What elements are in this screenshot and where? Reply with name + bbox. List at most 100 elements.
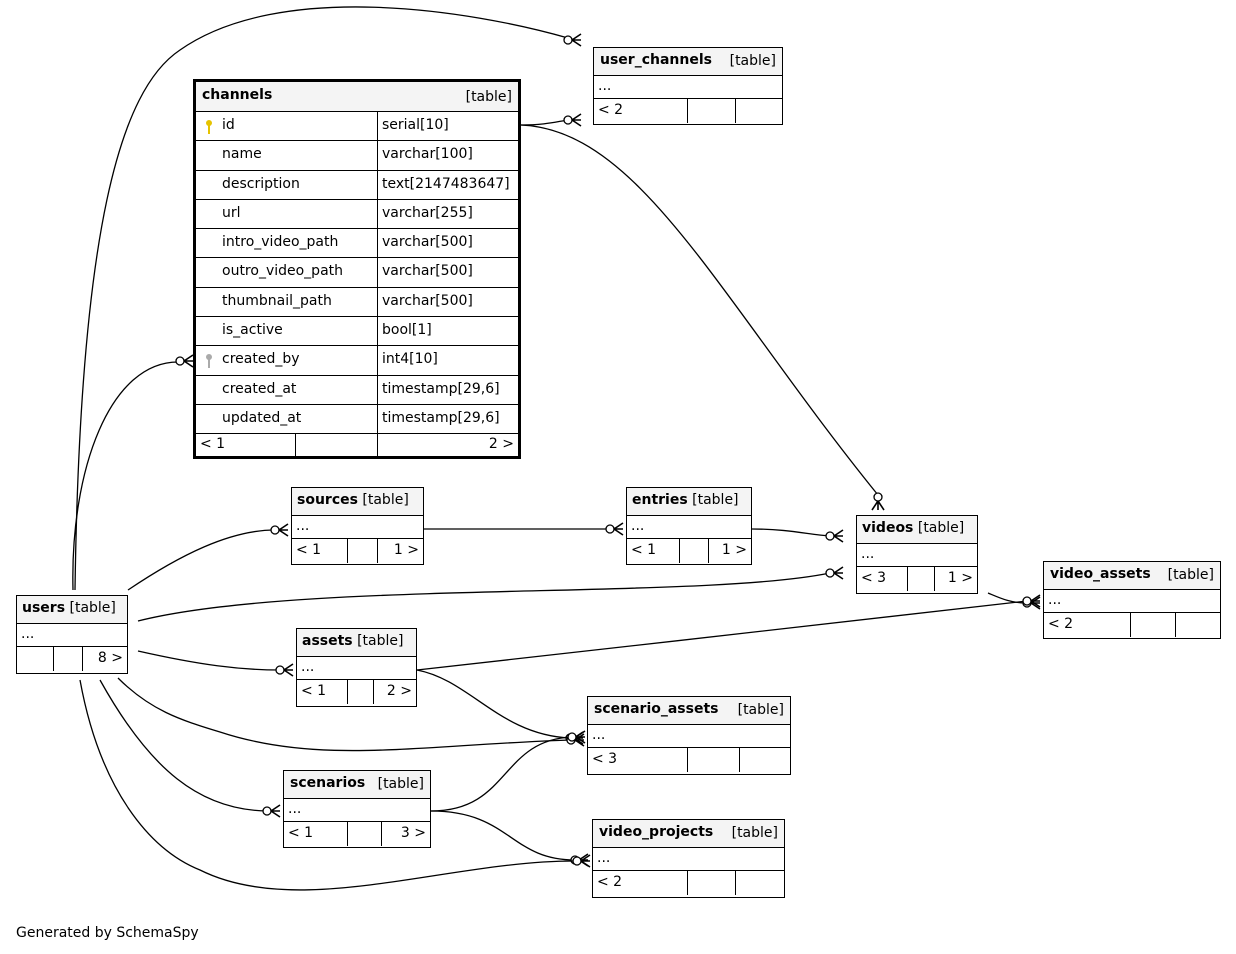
table-tag: [table] bbox=[692, 492, 739, 508]
table-name: entries bbox=[632, 492, 688, 508]
table-tag: [table] bbox=[377, 776, 424, 792]
footer-parents[interactable]: < 3 bbox=[857, 567, 908, 591]
footer-children[interactable]: 1 > bbox=[947, 570, 973, 586]
column-name-text: is_active bbox=[222, 322, 283, 339]
column-name-text: intro_video_path bbox=[222, 234, 339, 251]
footer-mid bbox=[680, 539, 709, 563]
column-name: description bbox=[196, 170, 378, 199]
table-footer: < 2 bbox=[593, 871, 784, 895]
relationship-scenarios-scenario_assets bbox=[430, 730, 586, 812]
table-sources[interactable]: sources [table] ... < 1 1 > bbox=[291, 487, 424, 565]
footer-parents[interactable]: < 1 bbox=[284, 822, 348, 846]
column-row[interactable]: created_by int4[10] bbox=[196, 346, 518, 376]
table-tag: [table] bbox=[69, 600, 116, 616]
column-type: varchar[500] bbox=[382, 292, 473, 309]
footer-children[interactable] bbox=[736, 99, 782, 123]
table-header: user_channels [table] bbox=[594, 48, 782, 76]
table-row: ... bbox=[594, 76, 782, 99]
table-name: video_assets bbox=[1050, 566, 1151, 582]
column-name: created_at bbox=[196, 375, 378, 404]
footer-parents[interactable]: < 3 bbox=[588, 748, 688, 772]
table-tag: [table] bbox=[731, 825, 778, 841]
table-header: entries [table] bbox=[627, 488, 751, 516]
table-footer: < 1 1 > bbox=[292, 539, 423, 563]
column-name-text: updated_at bbox=[222, 409, 302, 426]
footer-children[interactable]: 1 > bbox=[393, 542, 419, 558]
column-row[interactable]: intro_video_path varchar[500] bbox=[196, 229, 518, 259]
footer-children[interactable] bbox=[1176, 613, 1220, 637]
footer-parents[interactable]: < 1 bbox=[627, 539, 680, 563]
table-name: video_projects bbox=[599, 824, 714, 840]
table-footer: < 3 bbox=[588, 748, 790, 772]
table-video-assets[interactable]: video_assets [table] ... < 2 bbox=[1043, 561, 1221, 639]
table-video-projects[interactable]: video_projects [table] ... < 2 bbox=[592, 819, 785, 898]
table-row: ... bbox=[857, 544, 977, 567]
table-header: sources [table] bbox=[292, 488, 423, 516]
footer-children[interactable]: 2 > bbox=[386, 683, 412, 699]
table-row: ... bbox=[588, 725, 790, 748]
relationship-channels-user_channels bbox=[520, 113, 582, 127]
table-footer: < 3 1 > bbox=[857, 567, 977, 591]
table-videos[interactable]: videos [table] ... < 3 1 > bbox=[856, 515, 978, 594]
footer-mid bbox=[688, 99, 736, 123]
column-type: timestamp[29,6] bbox=[382, 409, 500, 426]
column-type: int4[10] bbox=[382, 351, 438, 368]
footer-mid bbox=[1131, 613, 1176, 637]
table-user-channels[interactable]: user_channels [table] ... < 2 bbox=[593, 47, 783, 125]
table-users[interactable]: users [table] ... 8 > bbox=[16, 595, 128, 674]
footer-parents[interactable]: < 2 bbox=[594, 99, 688, 123]
relationship-channels-videos bbox=[520, 124, 885, 511]
column-type: varchar[100] bbox=[382, 146, 473, 163]
column-name-text: id bbox=[222, 117, 235, 133]
table-entries[interactable]: entries [table] ... < 1 1 > bbox=[626, 487, 752, 565]
table-header: users [table] bbox=[17, 596, 127, 624]
table-tag: [table] bbox=[737, 702, 784, 718]
footer-parents[interactable]: < 2 bbox=[1044, 613, 1131, 637]
relationship-users-video_projects bbox=[79, 679, 591, 891]
footer-mid bbox=[348, 680, 374, 704]
primary-key-icon bbox=[206, 120, 212, 134]
footer-children[interactable]: 3 > bbox=[400, 825, 426, 841]
column-type: varchar[500] bbox=[382, 234, 473, 251]
table-assets[interactable]: assets [table] ... < 1 2 > bbox=[296, 628, 417, 707]
footer-children[interactable] bbox=[740, 748, 790, 772]
footer-parents[interactable]: < 1 bbox=[297, 680, 348, 704]
footer-parents[interactable]: < 2 bbox=[593, 871, 688, 895]
footer-parents[interactable]: < 1 bbox=[292, 539, 348, 563]
table-scenarios[interactable]: scenarios [table] ... < 1 3 > bbox=[283, 770, 431, 848]
table-name: scenario_assets bbox=[594, 701, 719, 717]
relationship-assets-scenario_assets bbox=[416, 669, 584, 745]
column-name: is_active bbox=[196, 317, 378, 346]
column-name: thumbnail_path bbox=[196, 287, 378, 317]
column-name-text: thumbnail_path bbox=[222, 292, 332, 309]
column-name: updated_at bbox=[196, 404, 378, 434]
table-row: ... bbox=[1044, 590, 1220, 613]
table-scenario-assets[interactable]: scenario_assets [table] ... < 3 bbox=[587, 696, 791, 775]
footer-mid bbox=[688, 748, 740, 772]
column-row[interactable]: thumbnail_path varchar[500] bbox=[196, 287, 518, 318]
footer-children[interactable] bbox=[736, 871, 784, 895]
column-name-text: created_by bbox=[222, 351, 300, 368]
relationship-users-user_channels bbox=[74, 6, 582, 591]
table-footer: < 2 bbox=[1044, 613, 1220, 637]
table-header: scenarios [table] bbox=[284, 771, 430, 799]
footer-parents[interactable]: < 1 bbox=[196, 434, 296, 458]
table-header: assets [table] bbox=[297, 629, 416, 657]
column-name: outro_video_path bbox=[196, 258, 378, 287]
column-row[interactable]: updated_at timestamp[29,6] bbox=[196, 404, 518, 435]
footer-parents[interactable] bbox=[17, 647, 54, 671]
footer-children[interactable]: 2 > bbox=[488, 436, 514, 453]
footer-children[interactable]: 1 > bbox=[721, 542, 747, 558]
table-name: users bbox=[22, 600, 66, 616]
footer-children[interactable]: 8 > bbox=[97, 650, 123, 666]
footer-mid bbox=[688, 871, 736, 895]
